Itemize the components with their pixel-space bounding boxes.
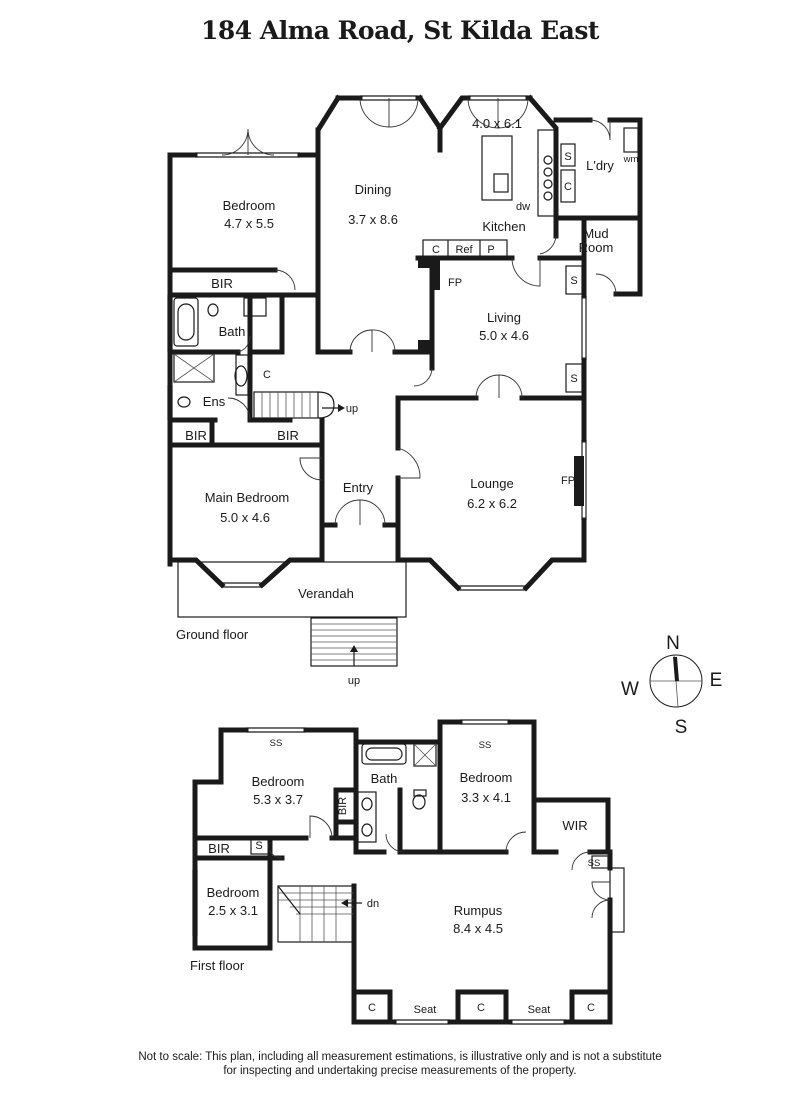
first-floor-plan: Bedroom 5.3 x 3.7 SS Bath BIR Bedroom 3.… (190, 719, 625, 1025)
ensuite-name: Ens (203, 394, 226, 409)
kitchen-name: Kitchen (482, 219, 525, 234)
bedroom2-name: Bedroom (460, 770, 513, 785)
first-windows (192, 719, 625, 1025)
fridge-label: Ref (455, 244, 473, 256)
ground-walls (167, 94, 643, 592)
lounge-fireplace-label: FP (561, 475, 575, 487)
kitchen-size: 4.0 x 6.1 (472, 116, 522, 131)
cupboard-laundry-label: C (564, 181, 572, 193)
ground-doors (221, 97, 617, 526)
bath-name: Bath (219, 324, 246, 339)
disclaimer-line-1: Not to scale: This plan, including all m… (138, 1051, 662, 1063)
verandah-outline (177, 561, 407, 618)
rumpus-cupboard-2: C (477, 1002, 485, 1014)
ground-windows (167, 95, 587, 591)
first-doors (267, 815, 611, 919)
bedroom2-ss-label: SS (479, 740, 492, 751)
first-walls (192, 719, 613, 1025)
bedroom3-name: Bedroom (207, 885, 260, 900)
living-storage-1: S (570, 275, 577, 287)
living-fireplace-label: FP (448, 277, 462, 289)
disclaimer-line-2: for inspecting and undertaking precise m… (223, 1065, 577, 1077)
page-title: 184 Alma Road, St Kilda East (201, 16, 599, 45)
rumpus-seat-1: Seat (414, 1004, 437, 1016)
front-steps-up-label: up (348, 675, 360, 687)
rumpus-cupboard-3: C (587, 1002, 595, 1014)
entry-name: Entry (343, 480, 374, 495)
bedroom-name: Bedroom (223, 198, 276, 213)
rumpus-ss-label: SS (588, 858, 601, 869)
dishwasher-label: dw (516, 201, 530, 213)
ground-fixtures (173, 127, 639, 419)
ground-floor-plan: Bedroom 4.7 x 5.5 Dining 3.7 x 8.6 4.0 x… (167, 94, 643, 687)
first-bir-vertical: BIR (337, 797, 349, 815)
stairs-up-label: up (346, 403, 358, 415)
bir-top-label: BIR (211, 276, 233, 291)
wir-label: WIR (562, 818, 587, 833)
rumpus-cupboard-1: C (368, 1002, 376, 1014)
first-fixtures (250, 743, 609, 943)
compass-east: E (710, 670, 723, 691)
lounge-size: 6.2 x 6.2 (467, 496, 517, 511)
ground-floor-label: Ground floor (176, 627, 249, 642)
bedroom1-size: 5.3 x 3.7 (253, 792, 303, 807)
verandah-name: Verandah (298, 586, 354, 601)
washing-machine-label: wm (623, 154, 639, 165)
front-steps (310, 617, 398, 667)
pantry-label: P (487, 244, 494, 256)
rumpus-name: Rumpus (454, 903, 503, 918)
bedroom1-name: Bedroom (252, 774, 305, 789)
bir-left-label: BIR (185, 428, 207, 443)
disclaimer: Not to scale: This plan, including all m… (0, 1050, 800, 1078)
stairs-down-label: dn (367, 898, 379, 910)
compass-west: W (621, 679, 639, 700)
bedroom3-size: 2.5 x 3.1 (208, 903, 258, 918)
compass: N E S W (621, 633, 722, 738)
living-name: Living (487, 310, 521, 325)
first-s-label: S (255, 840, 262, 852)
dining-name: Dining (355, 182, 392, 197)
bedroom2-size: 3.3 x 4.1 (461, 790, 511, 805)
main-bedroom-name: Main Bedroom (205, 490, 290, 505)
laundry-name: L'dry (586, 158, 614, 173)
main-bedroom-size: 5.0 x 4.6 (220, 510, 270, 525)
mud-room-line1: Mud (583, 226, 608, 241)
dining-size: 3.7 x 8.6 (348, 212, 398, 227)
bedroom-size: 4.7 x 5.5 (224, 216, 274, 231)
cupboard-hall-label: C (263, 369, 271, 381)
rumpus-seat-2: Seat (528, 1004, 551, 1016)
first-floor-label: First floor (190, 958, 245, 973)
sink-label: S (564, 151, 571, 163)
bir-right-label: BIR (277, 428, 299, 443)
mud-room-line2: Room (579, 240, 614, 255)
living-storage-2: S (570, 373, 577, 385)
rumpus-size: 8.4 x 4.5 (453, 921, 503, 936)
bedroom1-ss-label: SS (270, 738, 283, 749)
living-size: 5.0 x 4.6 (479, 328, 529, 343)
first-bath-name: Bath (371, 771, 398, 786)
lounge-name: Lounge (470, 476, 513, 491)
first-bir-label: BIR (208, 841, 230, 856)
compass-north: N (666, 633, 680, 654)
cupboard-kitchen-label: C (432, 244, 440, 256)
compass-south: S (675, 717, 688, 738)
